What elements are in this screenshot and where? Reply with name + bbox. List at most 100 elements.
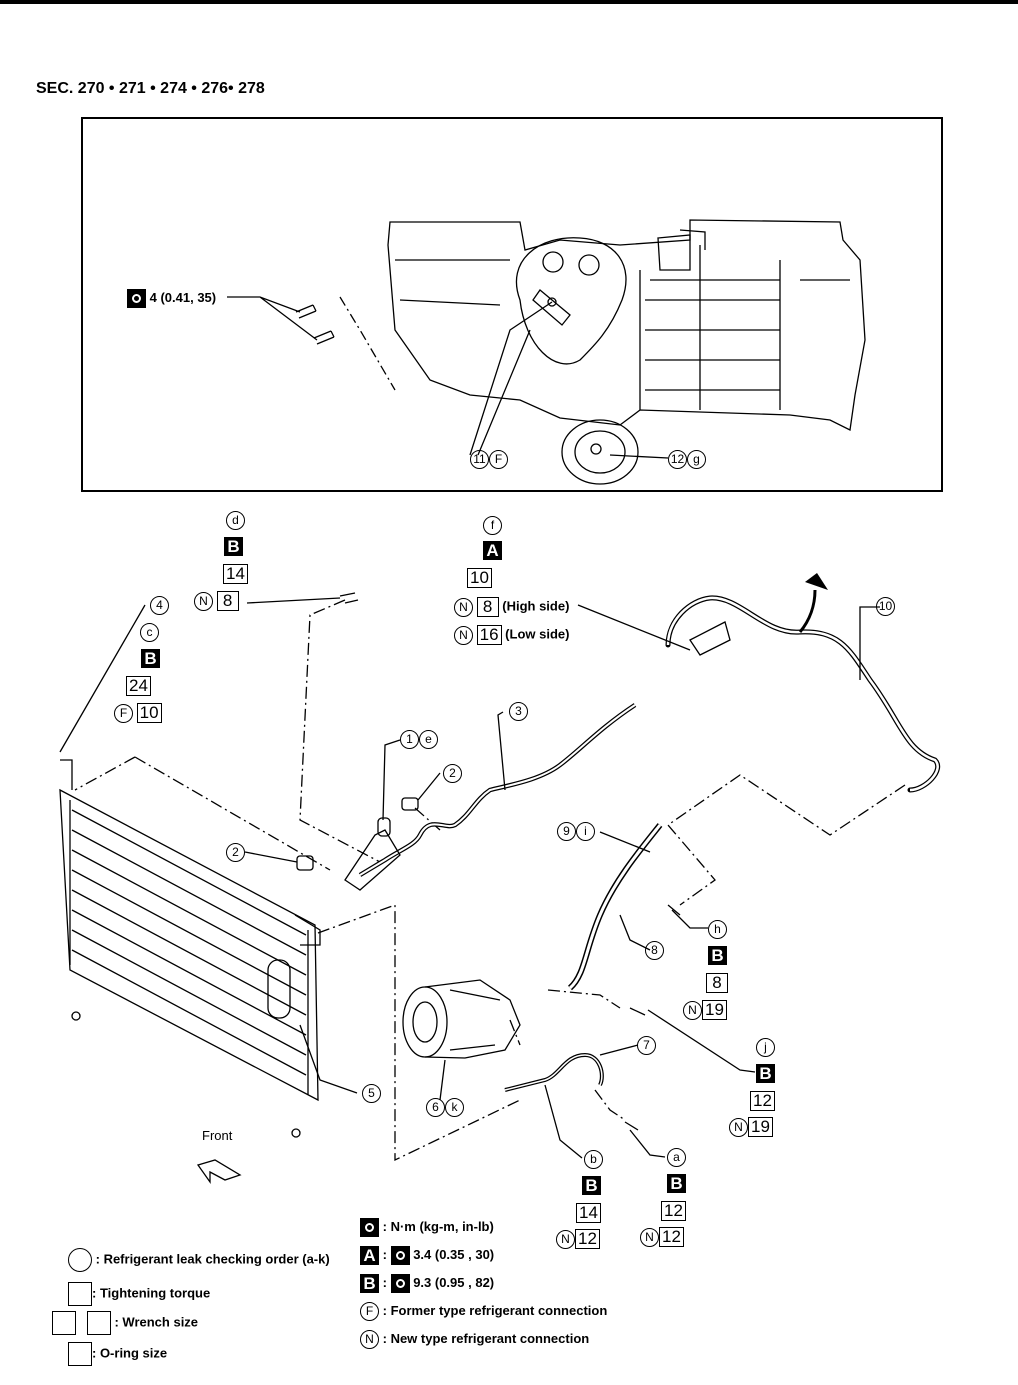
callout-c-torque: 24 [126,676,151,696]
legend-oring: : O-ring size [68,1342,167,1366]
leak-order-a: a [667,1148,686,1167]
part-7-label: 7 [637,1036,656,1055]
callout-b-letter: b [584,1150,603,1169]
callout-f-spec: A [483,541,502,560]
torque-c: 24 [126,676,151,696]
callout-f-letter: f [483,516,502,535]
n-mark-j: N [729,1117,748,1137]
legend-f-text: : Former type refrigerant connection [382,1302,608,1318]
leak-order-d: d [226,511,245,530]
spec-f: A [483,541,502,560]
callout-b-torque: 14 [576,1203,601,1223]
part-1-e: e [419,730,438,749]
oring-f-low: 16 [476,625,502,645]
hvac-inset-frame [81,117,943,492]
legend-b-letter: B [360,1274,379,1293]
oring-h: 19 [702,1000,727,1020]
legend-a-value: 3.4 (0.35 , 30) [413,1246,495,1262]
inset-torque-value: 4 (0.41, 35) [149,289,217,305]
high-side-label: (High side) [502,598,570,614]
f-mark-c: F [114,703,133,723]
legend-torque: : Tightening torque [68,1282,210,1306]
legend-a: A : 3.4 (0.35 , 30) [360,1246,494,1265]
compressor-drawing [402,979,521,1059]
leak-order-j: j [756,1038,775,1057]
legend-b: B : 9.3 (0.95 , 82) [360,1274,494,1293]
part-4-label: 4 [150,596,169,615]
legend-f: F : Former type refrigerant connection [360,1302,607,1321]
oring-b: 12 [575,1229,600,1249]
leak-order-f: f [483,516,502,535]
oring-f-high: 8 [476,597,499,617]
part-7: 7 [637,1036,656,1055]
top-rule [0,0,1018,4]
legend-n: N : New type refrigerant connection [360,1330,589,1349]
part-6-k: k [445,1098,464,1117]
callout-h-letter: h [708,920,727,939]
box-symbol [86,1311,111,1335]
legend-b-value: 9.3 (0.95 , 82) [413,1274,495,1290]
legend-leak: : Refrigerant leak checking order (a-k) [68,1248,330,1272]
callout-d-letter: d [226,511,245,530]
callout-c-oring: F 10 [114,703,162,723]
part-8-label: 8 [645,941,664,960]
callout-c-letter: c [140,623,159,642]
wrench-icon [390,1274,410,1293]
part-1: 1 [400,730,419,749]
oring-a: 12 [659,1227,684,1247]
guide-lines [74,599,906,1162]
torque-d: 14 [223,564,248,584]
n-mark-f-low: N [454,625,473,645]
legend-f-letter: F [360,1302,379,1321]
callout-a-letter: a [667,1148,686,1167]
torque-a: 12 [661,1201,686,1221]
part-2-lower-label: 2 [226,843,245,862]
inset-torque: 4 (0.41, 35) [127,289,216,308]
wrench-icon [390,1246,410,1265]
torque-f: 10 [467,568,492,588]
part-12: 12 [668,450,687,469]
oring-j: 19 [748,1117,773,1137]
spec-a: B [667,1174,686,1193]
n-mark-d: N [194,591,213,611]
n-mark-h: N [683,1000,702,1020]
part-6: 6 [426,1098,445,1117]
legend-a-letter: A [360,1246,379,1265]
oring-d: 8 [216,591,239,611]
spec-d: B [224,537,243,556]
part-4: 4 [150,596,169,615]
wrench-icon [127,289,146,308]
leak-order-c: c [140,623,159,642]
part-10: 10 [876,597,895,616]
box-symbol [68,1342,92,1366]
callout-j-torque: 12 [750,1091,775,1111]
torque-h: 8 [706,973,728,993]
spec-j: B [756,1064,775,1083]
part-3-label: 3 [509,702,528,721]
callout-h-spec: B [708,946,727,965]
spec-b: B [582,1176,601,1195]
part-8: 8 [645,941,664,960]
callout-d-oring: N 8 [194,591,239,611]
legend-n-text: : New type refrigerant connection [382,1330,590,1346]
box-symbol [52,1311,76,1335]
part-11-f: F [489,450,508,469]
part-5: 5 [362,1084,381,1103]
torque-j: 12 [750,1091,775,1111]
condenser-drawing [59,759,321,1138]
leak-order-b: b [584,1150,603,1169]
legend-n-letter: N [360,1330,379,1349]
n-mark-a: N [640,1227,659,1247]
callout-f-high: N 8 (High side) [454,597,569,617]
callout-a-spec: B [667,1174,686,1193]
callout-a-torque: 12 [661,1201,686,1221]
callout-d-spec: B [224,537,243,556]
